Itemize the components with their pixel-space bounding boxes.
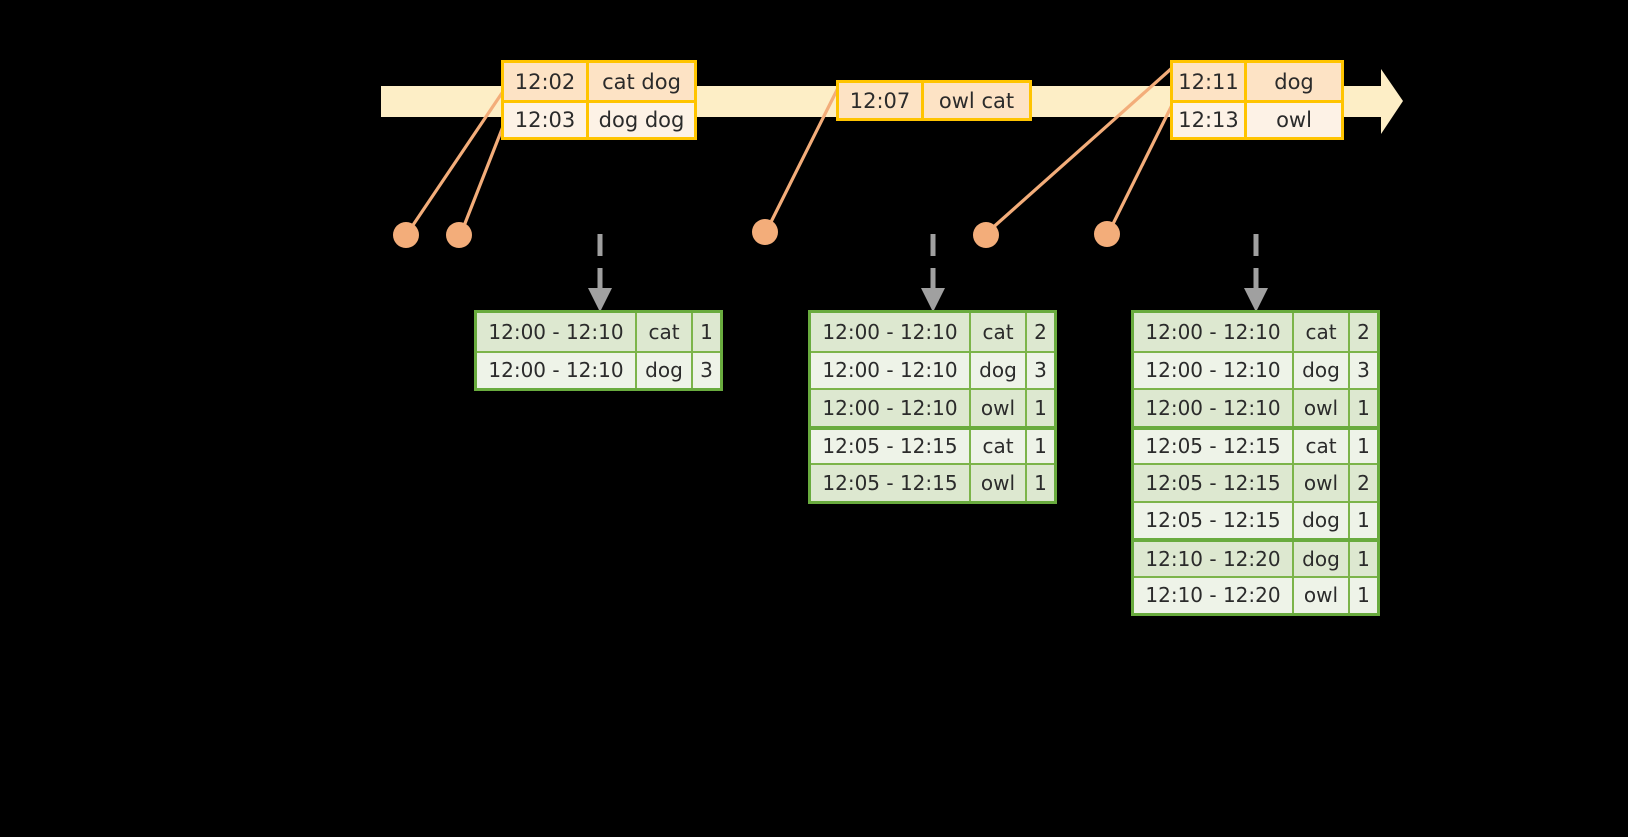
count-cell: 1 — [1034, 395, 1047, 420]
emit-arrowhead-1 — [588, 288, 612, 312]
emit-arrows — [597, 234, 1259, 292]
emit-arrowhead-2 — [921, 288, 945, 312]
count-cell: 1 — [1357, 434, 1370, 459]
window-cell: 12:00 - 12:10 — [1134, 352, 1294, 388]
event-time: 12:13 — [1173, 103, 1247, 137]
event-words: dog dog — [598, 108, 685, 132]
event-group-1[interactable]: 12:02 cat dog 12:03 dog dog — [501, 60, 697, 140]
window-cell: 12:10 - 12:20 — [1134, 577, 1294, 613]
count-cell: 3 — [1357, 358, 1370, 383]
event-time: 12:03 — [504, 103, 589, 137]
count-cell: 1 — [1357, 546, 1370, 571]
key-cell: cat — [1294, 313, 1350, 351]
event-row[interactable]: 12:07 owl cat — [839, 83, 1029, 118]
key-cell: owl — [1294, 577, 1350, 613]
connector-dot-2 — [446, 222, 472, 248]
event-row[interactable]: 12:13 owl — [1173, 100, 1341, 137]
event-row[interactable]: 12:11 dog — [1173, 63, 1341, 100]
event-words: dog — [1274, 69, 1314, 94]
key-cell: cat — [637, 313, 693, 351]
event-row[interactable]: 12:02 cat dog — [504, 63, 694, 100]
window-cell: 12:00 - 12:10 — [1134, 313, 1294, 351]
count-cell: 2 — [1357, 470, 1370, 495]
event-words: owl cat — [938, 88, 1015, 113]
window-cell: 12:00 - 12:10 — [811, 390, 971, 426]
key-cell: cat — [971, 429, 1027, 463]
count-cell: 3 — [1034, 358, 1047, 383]
event-words: owl — [1276, 108, 1312, 132]
connector-line-2 — [460, 123, 506, 232]
count-cell: 1 — [1357, 395, 1370, 420]
connector-line-5 — [1108, 104, 1174, 231]
emit-arrowhead-3 — [1244, 288, 1268, 312]
window-cell: 12:05 - 12:15 — [811, 429, 971, 463]
key-cell: dog — [1294, 502, 1350, 538]
key-cell: dog — [637, 352, 693, 388]
count-cell: 1 — [1034, 434, 1047, 459]
window-cell: 12:05 - 12:15 — [1134, 465, 1294, 501]
connector-dot-4 — [973, 222, 999, 248]
connector-dot-1 — [393, 222, 419, 248]
count-cell: 1 — [700, 319, 713, 344]
event-row[interactable]: 12:03 dog dog — [504, 100, 694, 137]
window-cell: 12:00 - 12:10 — [811, 352, 971, 388]
count-cell: 1 — [1357, 583, 1370, 608]
connector-dots — [393, 219, 1120, 248]
key-cell: owl — [1294, 465, 1350, 501]
window-cell: 12:05 - 12:15 — [811, 465, 971, 501]
key-cell: cat — [971, 313, 1027, 351]
count-cell: 2 — [1357, 319, 1370, 344]
window-cell: 12:00 - 12:10 — [1134, 390, 1294, 426]
timeline-arrowhead — [1381, 69, 1403, 134]
event-words: cat dog — [602, 69, 681, 94]
connector-dot-5 — [1094, 221, 1120, 247]
event-group-3[interactable]: 12:11 dog 12:13 owl — [1170, 60, 1344, 140]
event-time: 12:02 — [504, 63, 589, 100]
window-cell: 12:05 - 12:15 — [1134, 429, 1294, 463]
count-cell: 1 — [1357, 508, 1370, 533]
key-cell: cat — [1294, 429, 1350, 463]
connector-dot-3 — [752, 219, 778, 245]
window-cell: 12:00 - 12:10 — [477, 313, 637, 351]
window-cell: 12:00 - 12:10 — [477, 352, 637, 388]
key-cell: owl — [971, 390, 1027, 426]
key-cell: dog — [1294, 542, 1350, 576]
event-time: 12:11 — [1173, 63, 1247, 100]
emit-arrowheads — [588, 288, 1268, 312]
event-time: 12:07 — [839, 83, 924, 118]
count-cell: 1 — [1034, 470, 1047, 495]
window-cell: 12:10 - 12:20 — [1134, 542, 1294, 576]
key-cell: owl — [971, 465, 1027, 501]
event-group-2[interactable]: 12:07 owl cat — [836, 80, 1032, 121]
count-cell: 3 — [700, 358, 713, 383]
key-cell: owl — [1294, 390, 1350, 426]
count-cell: 2 — [1034, 319, 1047, 344]
key-cell: dog — [1294, 352, 1350, 388]
window-cell: 12:05 - 12:15 — [1134, 502, 1294, 538]
key-cell: dog — [971, 352, 1027, 388]
window-cell: 12:00 - 12:10 — [811, 313, 971, 351]
